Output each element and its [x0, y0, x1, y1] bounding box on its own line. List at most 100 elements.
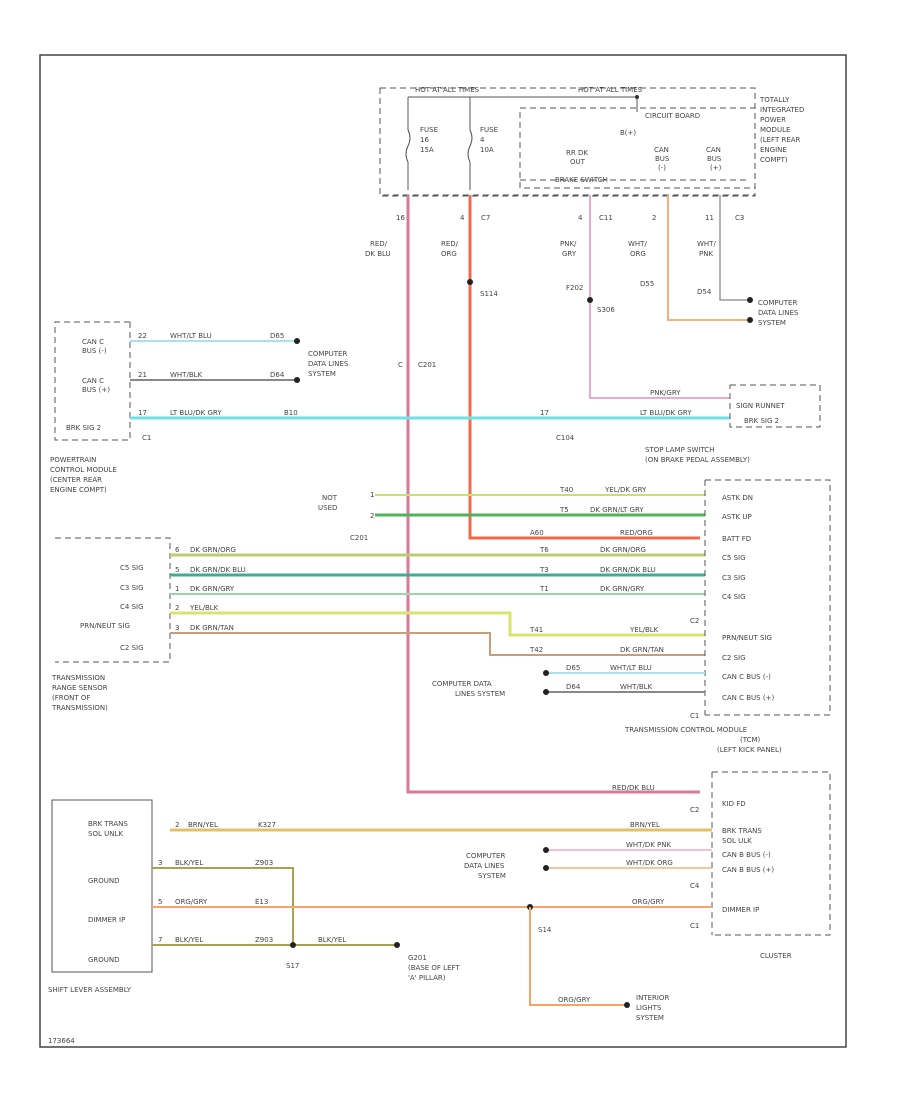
svg-text:BRK TRANS: BRK TRANS	[722, 827, 762, 835]
svg-text:D65: D65	[270, 332, 284, 340]
svg-text:RANGE SENSOR: RANGE SENSOR	[52, 684, 108, 692]
svg-text:C1: C1	[690, 712, 699, 720]
svg-text:'A' PILLAR): 'A' PILLAR)	[408, 974, 446, 982]
svg-text:C11: C11	[599, 214, 613, 222]
svg-text:C2: C2	[690, 617, 699, 625]
svg-text:1: 1	[370, 491, 374, 499]
svg-text:Z903: Z903	[255, 936, 273, 944]
svg-text:TRANSMISSION): TRANSMISSION)	[51, 704, 108, 712]
svg-text:MODULE: MODULE	[760, 126, 790, 134]
svg-text:DK GRN/GRY: DK GRN/GRY	[600, 585, 645, 593]
svg-text:KID FD: KID FD	[722, 800, 746, 808]
svg-text:CLUSTER: CLUSTER	[760, 952, 792, 960]
svg-text:C201: C201	[350, 534, 368, 542]
svg-text:COMPUTER: COMPUTER	[466, 852, 505, 860]
svg-text:DK GRN/LT GRY: DK GRN/LT GRY	[590, 506, 644, 514]
svg-text:ENGINE: ENGINE	[760, 146, 787, 154]
svg-text:5: 5	[158, 898, 162, 906]
svg-text:T41: T41	[529, 626, 543, 634]
svg-text:USED: USED	[318, 504, 337, 512]
svg-text:A60: A60	[530, 529, 544, 537]
svg-text:LINES SYSTEM: LINES SYSTEM	[455, 690, 505, 698]
svg-text:WHT/LT BLU: WHT/LT BLU	[610, 664, 652, 672]
svg-text:WHT/DK ORG: WHT/DK ORG	[626, 859, 673, 867]
svg-text:(+): (+)	[710, 164, 722, 172]
fuse-4-amp: 10A	[480, 146, 494, 154]
svg-text:CAN C BUS (-): CAN C BUS (-)	[722, 673, 771, 681]
svg-text:CAN: CAN	[706, 146, 721, 154]
svg-text:2: 2	[370, 512, 374, 520]
wire-dkgrn-tan	[170, 632, 705, 656]
transmission-range-sensor: C5 SIG C3 SIG C4 SIG PRN/NEUT SIG C2 SIG…	[51, 537, 171, 712]
svg-text:BUS: BUS	[707, 155, 722, 163]
svg-text:LT BLU/DK GRY: LT BLU/DK GRY	[170, 409, 222, 417]
svg-text:YEL/DK GRY: YEL/DK GRY	[604, 486, 647, 494]
svg-text:BRK SIG 2: BRK SIG 2	[744, 417, 779, 425]
svg-text:D55: D55	[640, 280, 654, 288]
svg-text:WHT/BLK: WHT/BLK	[170, 371, 203, 379]
wire-red-dkblu	[406, 195, 700, 794]
svg-text:DK BLU: DK BLU	[365, 250, 391, 258]
svg-text:NOT: NOT	[322, 494, 338, 502]
svg-text:WHT/BLK: WHT/BLK	[620, 683, 653, 691]
bplus-label: B(+)	[620, 129, 636, 137]
svg-text:SYSTEM: SYSTEM	[636, 1014, 664, 1022]
svg-text:RED/: RED/	[370, 240, 388, 248]
svg-text:WHT/: WHT/	[697, 240, 716, 248]
fuse-16-label: FUSE	[420, 126, 438, 134]
svg-text:S306: S306	[597, 306, 615, 314]
svg-text:WHT/: WHT/	[628, 240, 647, 248]
svg-text:C3: C3	[735, 214, 744, 222]
svg-text:E13: E13	[255, 898, 268, 906]
svg-text:ORG/GRY: ORG/GRY	[558, 996, 591, 1004]
svg-text:5: 5	[175, 566, 179, 574]
svg-text:D64: D64	[270, 371, 285, 379]
svg-text:GRY: GRY	[562, 250, 577, 258]
wire-blk-yel-1	[152, 867, 294, 945]
svg-text:TRANSMISSION: TRANSMISSION	[51, 674, 105, 682]
hot-at-all-times-left: HOT AT ALL TIMES	[415, 86, 480, 94]
cluster-module: KID FD C2 BRK TRANS SOL ULK CAN B BUS (-…	[690, 771, 831, 960]
svg-text:BLK/YEL: BLK/YEL	[175, 936, 203, 944]
svg-text:C5 SIG: C5 SIG	[722, 554, 746, 562]
svg-text:COMPUTER: COMPUTER	[308, 350, 347, 358]
svg-text:17: 17	[138, 409, 147, 417]
svg-text:(LEFT KICK PANEL): (LEFT KICK PANEL)	[717, 746, 782, 754]
fuse-16-num: 16	[420, 136, 429, 144]
svg-text:BRN/YEL: BRN/YEL	[188, 821, 218, 829]
svg-text:RR DK: RR DK	[566, 149, 588, 157]
svg-text:CAN C: CAN C	[82, 338, 104, 346]
svg-text:DK GRN/DK BLU: DK GRN/DK BLU	[190, 566, 246, 574]
svg-text:DATA LINES: DATA LINES	[308, 360, 349, 368]
svg-text:BUS (-): BUS (-)	[82, 347, 107, 355]
svg-text:BLK/YEL: BLK/YEL	[318, 936, 346, 944]
circuit-board-label: CIRCUIT BOARD	[645, 112, 700, 120]
svg-text:ORG: ORG	[441, 250, 457, 258]
fuse-4-label: FUSE	[480, 126, 498, 134]
wire-pnk-gry	[589, 195, 730, 399]
svg-text:(TCM): (TCM)	[740, 736, 761, 744]
svg-text:BUS: BUS	[655, 155, 670, 163]
svg-text:POWER: POWER	[760, 116, 786, 124]
svg-text:SYSTEM: SYSTEM	[758, 319, 786, 327]
diagram-border	[39, 54, 847, 1048]
svg-text:D54: D54	[697, 288, 712, 296]
svg-text:ASTK UP: ASTK UP	[722, 513, 752, 521]
svg-text:ORG: ORG	[630, 250, 646, 258]
svg-text:T40: T40	[559, 486, 573, 494]
svg-text:C2 SIG: C2 SIG	[120, 644, 144, 652]
svg-text:16: 16	[396, 214, 405, 222]
svg-text:CAN B BUS (+): CAN B BUS (+)	[722, 866, 774, 874]
svg-text:C1: C1	[142, 434, 151, 442]
svg-text:SHIFT LEVER ASSEMBLY: SHIFT LEVER ASSEMBLY	[48, 986, 132, 994]
svg-text:PRN/NEUT SIG: PRN/NEUT SIG	[722, 634, 772, 642]
svg-text:ORG/GRY: ORG/GRY	[632, 898, 665, 906]
svg-text:INTERIOR: INTERIOR	[636, 994, 669, 1002]
svg-text:3: 3	[158, 859, 162, 867]
fuse-16-amp: 15A	[420, 146, 434, 154]
svg-text:C5 SIG: C5 SIG	[120, 564, 144, 572]
svg-text:RED/DK BLU: RED/DK BLU	[612, 784, 655, 792]
svg-text:T3: T3	[539, 566, 549, 574]
svg-text:CAN C: CAN C	[82, 377, 104, 385]
